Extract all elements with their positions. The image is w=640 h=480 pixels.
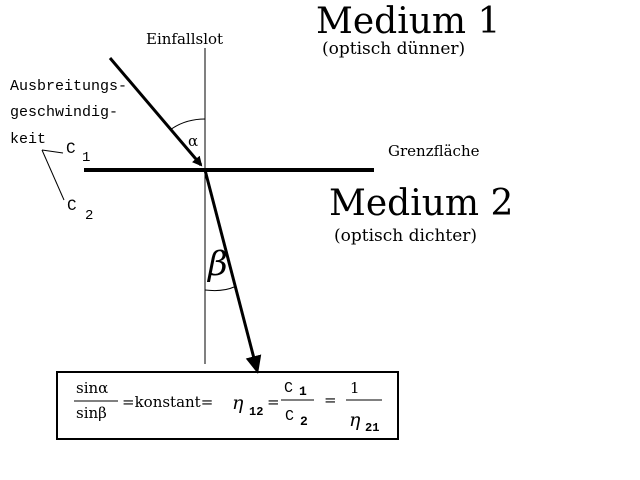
alpha-symbol: α bbox=[188, 132, 198, 150]
refracted-ray bbox=[203, 169, 262, 374]
formula-eta-2: η bbox=[349, 409, 361, 431]
formula-equals-konstant: =konstant= bbox=[122, 393, 213, 411]
formula-lhs-numerator: sinα bbox=[76, 379, 108, 397]
formula-rhs-denominator-index: 2 bbox=[300, 414, 308, 429]
formula-rhs-denominator: C bbox=[285, 408, 294, 425]
formula-eta: η bbox=[232, 392, 244, 414]
medium1-note: (optisch dünner) bbox=[322, 39, 465, 59]
c1-index: 1 bbox=[82, 150, 90, 166]
normal-label: Einfallslot bbox=[146, 30, 223, 48]
formula-rhs-numerator-index: 1 bbox=[299, 384, 307, 399]
formula-one: 1 bbox=[350, 379, 360, 397]
speed-label-line2: geschwindig- bbox=[10, 104, 118, 121]
beta-arc bbox=[204, 286, 235, 292]
c2-symbol: C bbox=[67, 197, 77, 215]
beta-symbol: β bbox=[206, 244, 228, 284]
formula-rhs-numerator: C bbox=[284, 380, 293, 397]
medium2-title: Medium 2 bbox=[329, 183, 513, 224]
c1-leader bbox=[41, 149, 64, 154]
c2-index: 2 bbox=[85, 208, 93, 224]
speed-label-line3: keit bbox=[10, 131, 46, 148]
formula-equals-3: = bbox=[324, 391, 337, 409]
formula-eta-index-21: 21 bbox=[365, 421, 379, 435]
incident-ray bbox=[108, 57, 203, 167]
formula-equals-2: = bbox=[267, 393, 280, 411]
formula-lhs-denominator: sinβ bbox=[76, 404, 107, 422]
alpha-arc bbox=[169, 118, 206, 131]
formula-eta-index-12: 12 bbox=[249, 405, 263, 419]
formula-box bbox=[56, 371, 399, 440]
speed-label-line1: Ausbreitungs- bbox=[10, 78, 127, 95]
medium1-title: Medium 1 bbox=[316, 1, 500, 42]
medium2-note: (optisch dichter) bbox=[334, 226, 477, 246]
c1-symbol: C bbox=[66, 140, 76, 158]
interface-label: Grenzfläche bbox=[388, 142, 480, 160]
c2-leader bbox=[41, 149, 65, 201]
